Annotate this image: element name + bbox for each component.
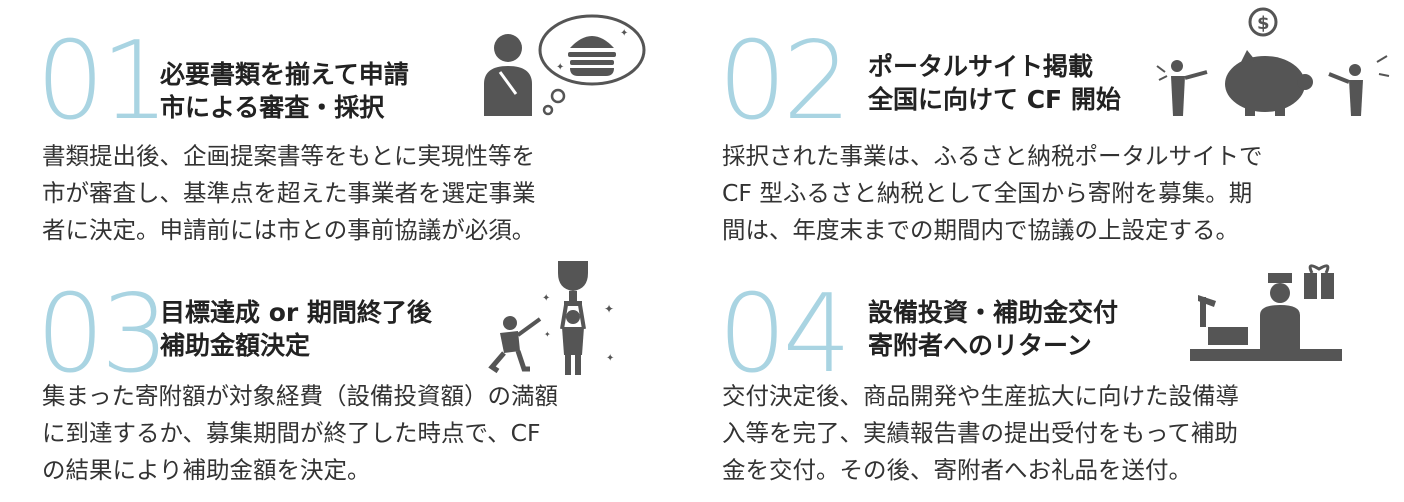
- svg-text:✦: ✦: [542, 293, 550, 304]
- step-title: 設備投資・補助金交付 寄附者へのリターン: [868, 298, 1119, 360]
- step-description: 交付決定後、商品開発や生産拡大に向けた設備導 入等を完了、実績報告書の提出受付を…: [722, 382, 1239, 484]
- svg-text:$: $: [1257, 13, 1270, 34]
- svg-text:✦: ✦: [544, 330, 551, 339]
- thinking-person-burger-icon: ✦ ✦: [484, 14, 646, 116]
- step-02: 02 ポータルサイト掲載 全国に向けて CF 開始 $ 採択された事業は、ふるさ…: [700, 0, 1400, 251]
- shop-gift-icon: [1190, 264, 1342, 361]
- step-title: ポータルサイト掲載 全国に向けて CF 開始: [868, 52, 1121, 114]
- svg-text:✦: ✦: [556, 62, 564, 73]
- step-01: 01 必要書類を揃えて申請 市による審査・採択 ✦ ✦ 書類提出後、企画提案書等…: [0, 0, 700, 251]
- step-number: 01: [36, 19, 169, 144]
- step-description: 書類提出後、企画提案書等をもとに実現性等を 市が審査し、基準点を超えた事業者を選…: [42, 142, 536, 244]
- step-title: 目標達成 or 期間終了後 補助金額決定: [160, 298, 432, 360]
- svg-text:✦: ✦: [620, 28, 628, 39]
- svg-text:✦: ✦: [606, 353, 614, 364]
- step-number: 03: [36, 272, 169, 397]
- step-description: 採択された事業は、ふるさと納税ポータルサイトで CF 型ふるさと納税として全国か…: [722, 142, 1263, 244]
- svg-text:✦: ✦: [604, 302, 614, 316]
- trophy-celebration-icon: ✦ ✦ ✦ ✦: [488, 261, 614, 375]
- step-04: 04 設備投資・補助金交付 寄附者へのリターン 交付決定後、商品開発や生産拡大に…: [700, 251, 1400, 502]
- step-title: 必要書類を揃えて申請 市による審査・採択: [160, 60, 409, 122]
- step-description: 集まった寄附額が対象経費（設備投資額）の満額 に到達するか、募集期間が終了した時…: [42, 382, 559, 484]
- step-number: 02: [718, 19, 851, 144]
- piggy-bank-donation-icon: $: [1156, 7, 1390, 116]
- step-03: 03 目標達成 or 期間終了後 補助金額決定 ✦ ✦ ✦ ✦ 集まった寄附額が…: [0, 251, 700, 502]
- step-number: 04: [718, 272, 851, 397]
